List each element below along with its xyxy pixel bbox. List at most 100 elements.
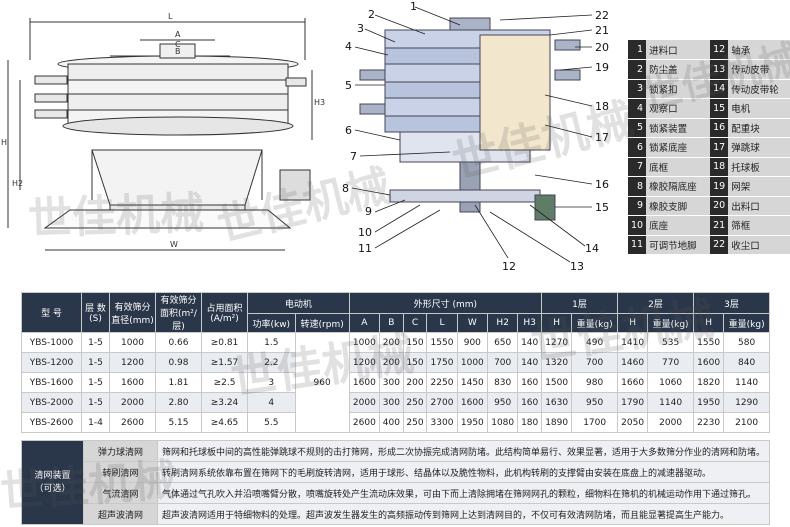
table-cell: 770	[647, 352, 694, 373]
part-label: 橡胶支脚	[646, 196, 711, 216]
dim-label-L: L	[168, 12, 173, 21]
col-subheader: 重量(kg)	[723, 313, 770, 333]
part-label: 电机	[728, 98, 790, 119]
table-cell: YBS-2600	[21, 412, 82, 433]
table-cell: 1750	[426, 352, 458, 373]
part-label: 配重块	[728, 118, 790, 138]
table-cell: 1-5	[81, 352, 110, 373]
part-number: 13	[710, 59, 729, 80]
table-cell: 1950	[456, 412, 489, 433]
table-cell: 160	[517, 372, 542, 393]
part-number: 7	[628, 157, 647, 177]
table-cell: 140	[517, 332, 542, 353]
table-cell: 580	[723, 332, 770, 353]
table-cell: ≥4.65	[201, 412, 248, 433]
callout-6: 6	[345, 124, 352, 137]
table-cell: 2000	[647, 412, 694, 433]
col-subheader: H3	[517, 313, 542, 333]
dim-label-A: A	[175, 30, 181, 39]
accessory-row: 超声波清网超声波清网适用于特细物料的处理。超声波发生器发生的高频振动传到筛网上达…	[22, 503, 770, 525]
part-number: 11	[628, 235, 647, 255]
table-cell: 0.98	[155, 352, 202, 373]
table-cell: 950	[571, 392, 618, 413]
table-cell: 160	[517, 392, 542, 413]
table-cell: 1550	[692, 332, 725, 353]
part-label: 筛框	[728, 215, 790, 236]
callout-17: 17	[595, 131, 609, 144]
table-cell: 1200	[348, 352, 381, 373]
dim-label-H3: H3	[314, 98, 325, 107]
table-cell: 1630	[540, 392, 573, 413]
part-label: 网架	[728, 176, 790, 197]
table-cell: 2600	[109, 412, 156, 433]
callout-12: 12	[502, 260, 516, 273]
table-cell: 1790	[616, 392, 649, 413]
dimension-drawing: L A C B H H2 H3 W	[1, 12, 325, 251]
callout-4: 4	[345, 40, 352, 53]
table-cell: 1-5	[81, 372, 110, 393]
col-subheader: A	[348, 313, 381, 333]
accessory-row: 转刷清网转刷清网系统依靠布置在筛网下的毛刷旋转清网，适用于球形、结晶体以及脆性物…	[22, 461, 770, 483]
table-cell: 1000	[348, 332, 381, 353]
table-cell: 1.5	[247, 332, 296, 353]
table-cell: 150	[402, 352, 428, 373]
col-layer1: 1层	[540, 291, 618, 315]
part-label: 橡胶隔底座	[646, 176, 711, 197]
part-number: 8	[628, 176, 647, 197]
table-cell: 1550	[426, 332, 458, 353]
table-cell: 3300	[426, 412, 458, 433]
col-layer2: 2层	[616, 291, 694, 315]
part-label: 底框	[646, 157, 711, 177]
table-cell: 535	[647, 332, 694, 353]
table-cell: 300	[379, 392, 404, 413]
part-number: 6	[628, 137, 647, 158]
callout-2: 2	[368, 8, 375, 21]
spec-table: 型 号 层 数(S) 有效筛分直径(mm) 有效筛分面积(m²/层) 占用面积(…	[21, 291, 771, 433]
table-cell: 830	[486, 372, 519, 393]
table-cell: 1270	[540, 332, 573, 353]
part-number: 1	[628, 40, 647, 60]
accessory-name: 弹力球清网	[83, 440, 158, 462]
screen-cleaning-table: 清网装置 （可选）弹力球清网筛网和托球板中间的高性能弹跳球不规则的击打筛网，形成…	[21, 440, 770, 525]
part-number: 3	[628, 79, 647, 99]
part-number: 20	[710, 196, 729, 216]
accessory-description: 气体通过气孔吹入并沿喷嘴臂分散，喷嘴旋转处产生流动床效果，可由下而上清除拥堵在筛…	[157, 482, 770, 504]
table-cell: 2700	[426, 392, 458, 413]
table-cell: 2.80	[155, 392, 202, 413]
table-cell: 1060	[647, 372, 694, 393]
col-dims: 外形尺寸 (mm)	[348, 291, 542, 315]
callout-20: 20	[595, 41, 609, 54]
part-label: 锁紧装置	[646, 118, 711, 138]
table-cell: 200	[379, 352, 404, 373]
accessory-row: 气流清网气体通过气孔吹入并沿喷嘴臂分散，喷嘴旋转处产生流动床效果，可由下而上清除…	[22, 482, 770, 504]
col-subheader: 重量(kg)	[571, 313, 618, 333]
accessory-description: 筛网和托球板中间的高性能弹跳球不规则的击打筛网，形成二次协振完成清网防堵。此结构…	[157, 440, 770, 462]
table-cell: 140	[517, 352, 542, 373]
col-subheader: L	[426, 313, 458, 333]
callout-7: 7	[350, 150, 357, 163]
dim-label-H: H	[1, 138, 7, 147]
table-cell: 1450	[456, 372, 489, 393]
col-occupied: 占用面积(A/m²)	[201, 292, 248, 333]
part-label: 可调节地脚	[646, 235, 711, 255]
table-cell: 3	[247, 372, 296, 393]
part-label: 锁紧扣	[646, 79, 711, 99]
table-cell: 0.66	[155, 332, 202, 353]
col-layers: 层 数(S)	[81, 292, 110, 333]
dim-label-W: W	[170, 240, 178, 249]
callout-10: 10	[358, 226, 372, 239]
table-cell: 1.81	[155, 372, 202, 393]
table-cell: ≥2.5	[201, 372, 248, 393]
table-cell: 700	[486, 352, 519, 373]
table-cell: 1950	[692, 392, 725, 413]
table-cell: 1460	[616, 352, 649, 373]
col-subheader: H2	[486, 313, 519, 333]
callout-18: 18	[595, 100, 609, 113]
table-cell: 650	[486, 332, 519, 353]
table-cell: 1660	[616, 372, 649, 393]
